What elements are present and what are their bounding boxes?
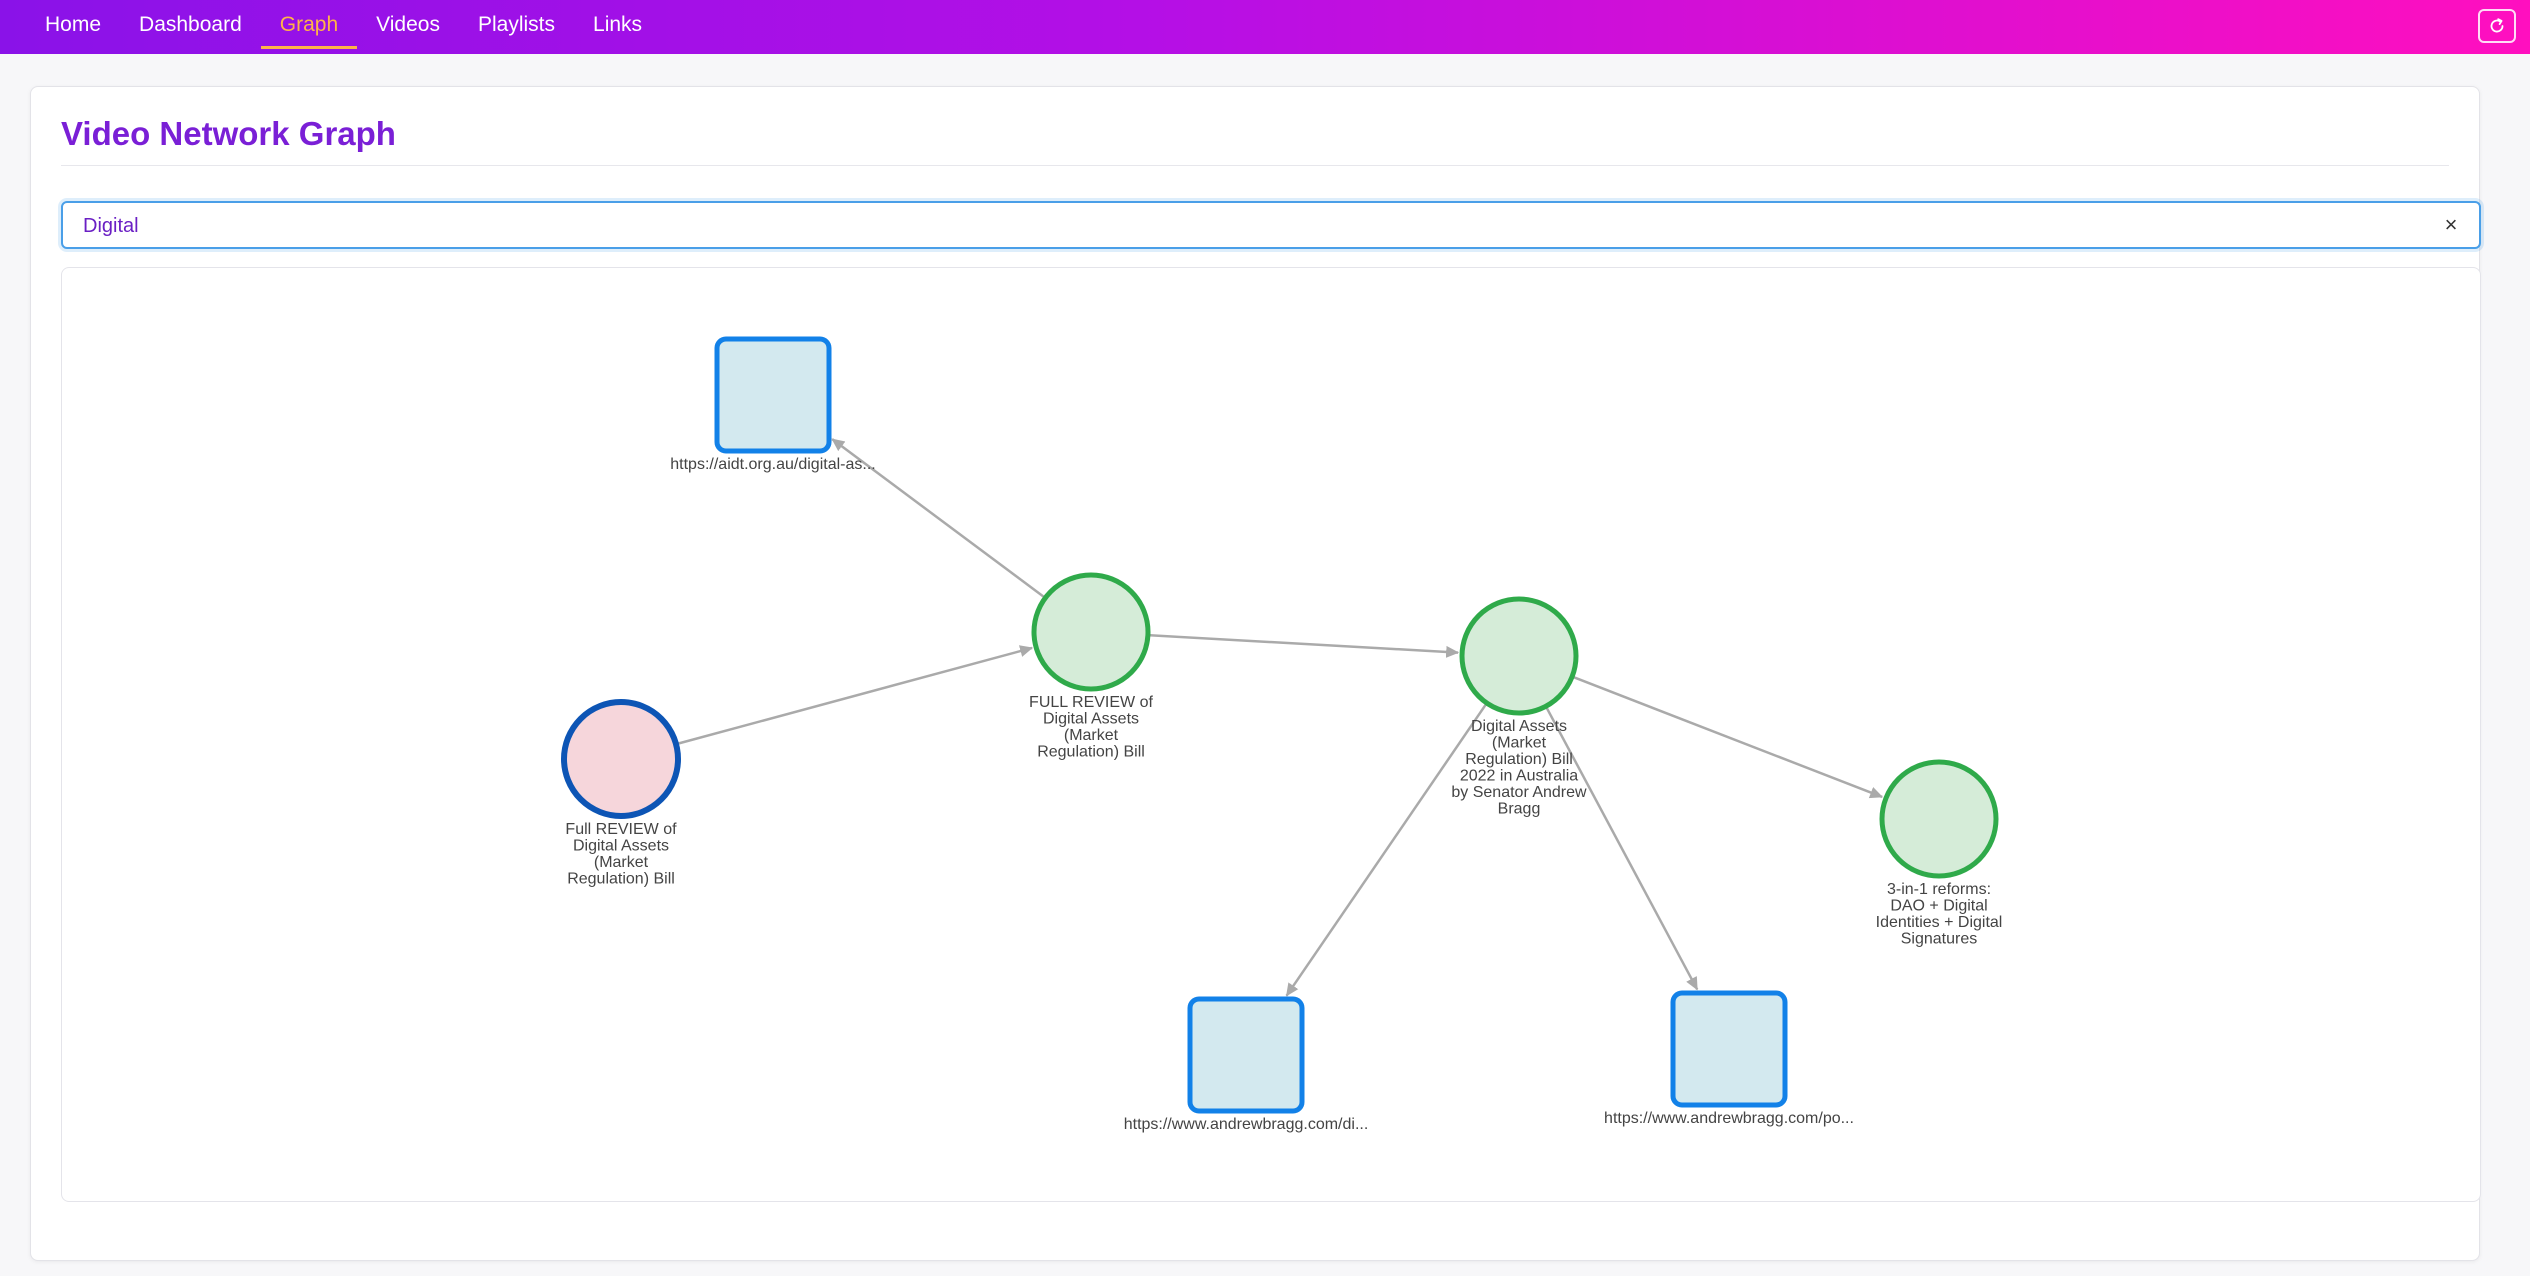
graph-node-label-line: Regulation) Bill [1037,744,1145,761]
nav-playlists[interactable]: Playlists [477,13,556,36]
graph-edge-full_review_upper-to-bill_2022 [1149,634,1460,658]
graph-node-label-line: (Market [1064,727,1119,744]
nav-links[interactable]: Links [593,13,643,36]
graph-node-label-line: https://aidt.org.au/digital-as... [670,456,875,473]
link-node-square[interactable] [1670,990,1788,1108]
graph-node-label: https://www.andrewbragg.com/di... [1124,1116,1369,1133]
graph-card: Video Network Graph × https://aidt.org.a… [30,86,2481,1261]
page-title: Video Network Graph [61,115,396,152]
graph-node-label-line: Digital Assets [573,838,669,855]
graph-node-label-line: 3-in-1 reforms: [1887,881,1991,898]
graph-node-label-line: Signatures [1901,931,1978,948]
title-divider [61,165,2449,166]
graph-node-bragg_po[interactable]: https://www.andrewbragg.com/po... [1604,990,1854,1127]
graph-node-label-line: Digital Assets [1471,718,1567,735]
graph-edge-bill_2022-to-bragg_po [1545,707,1699,991]
graph-node-label-line: https://www.andrewbragg.com/po... [1604,1110,1854,1127]
graph-node-bragg_di[interactable]: https://www.andrewbragg.com/di... [1124,996,1369,1133]
nav-graph[interactable]: Graph [260,0,358,54]
refresh-icon [2490,18,2504,33]
graph-edge-full_review_pink-to-full_review_upper [677,645,1034,745]
search-input[interactable] [81,203,2385,249]
graph-node-label-line: Identities + Digital [1876,914,2003,931]
graph-node-label-line: https://www.andrewbragg.com/di... [1124,1116,1369,1133]
video-node-circle[interactable] [1879,759,1999,879]
graph-node-label-line: (Market [594,854,649,871]
nav-videos[interactable]: Videos [376,13,440,36]
nav-home[interactable]: Home [45,13,102,36]
graph-edge-full_review_upper-to-aidt [831,438,1045,598]
main-nav: Home Dashboard Graph Videos Playlists Li… [26,0,661,54]
graph-node-aidt[interactable]: https://aidt.org.au/digital-as... [670,336,876,473]
nav-dashboard[interactable]: Dashboard [139,13,242,36]
search-box: × [61,201,2481,249]
graph-node-label: https://aidt.org.au/digital-as... [670,456,875,473]
network-graph-panel[interactable]: https://aidt.org.au/digital-as... FULL RE… [61,267,2481,1202]
link-node-square[interactable] [1187,996,1305,1114]
graph-node-label-line: FULL REVIEW of [1029,694,1153,711]
graph-node-label-line: (Market [1492,735,1547,752]
graph-node-label-line: 2022 in Australia [1460,768,1578,785]
network-graph[interactable]: https://aidt.org.au/digital-as... FULL RE… [62,268,2480,1201]
refresh-button[interactable] [2478,9,2516,43]
graph-edge-bill_2022-to-bragg_di [1285,703,1487,997]
clear-search-button[interactable]: × [2437,211,2465,239]
graph-node-label: https://www.andrewbragg.com/po... [1604,1110,1854,1127]
graph-node-label-line: Bragg [1498,801,1541,818]
graph-node-label-line: Full REVIEW of [565,821,677,838]
link-node-square[interactable] [714,336,832,454]
graph-node-label-line: DAO + Digital [1890,898,1987,915]
video-node-circle[interactable] [1459,596,1579,716]
graph-node-label-line: Regulation) Bill [1465,751,1573,768]
source-video-node-circle[interactable] [561,699,681,819]
graph-node-label-line: Digital Assets [1043,711,1139,728]
graph-node-label-line: by Senator Andrew [1451,784,1587,801]
close-icon: × [2444,212,2458,237]
graph-edge-bill_2022-to-three_in_one [1573,676,1884,799]
graph-node-label-line: Regulation) Bill [567,871,675,888]
video-node-circle[interactable] [1031,572,1151,692]
top-navbar: Home Dashboard Graph Videos Playlists Li… [0,0,2530,54]
